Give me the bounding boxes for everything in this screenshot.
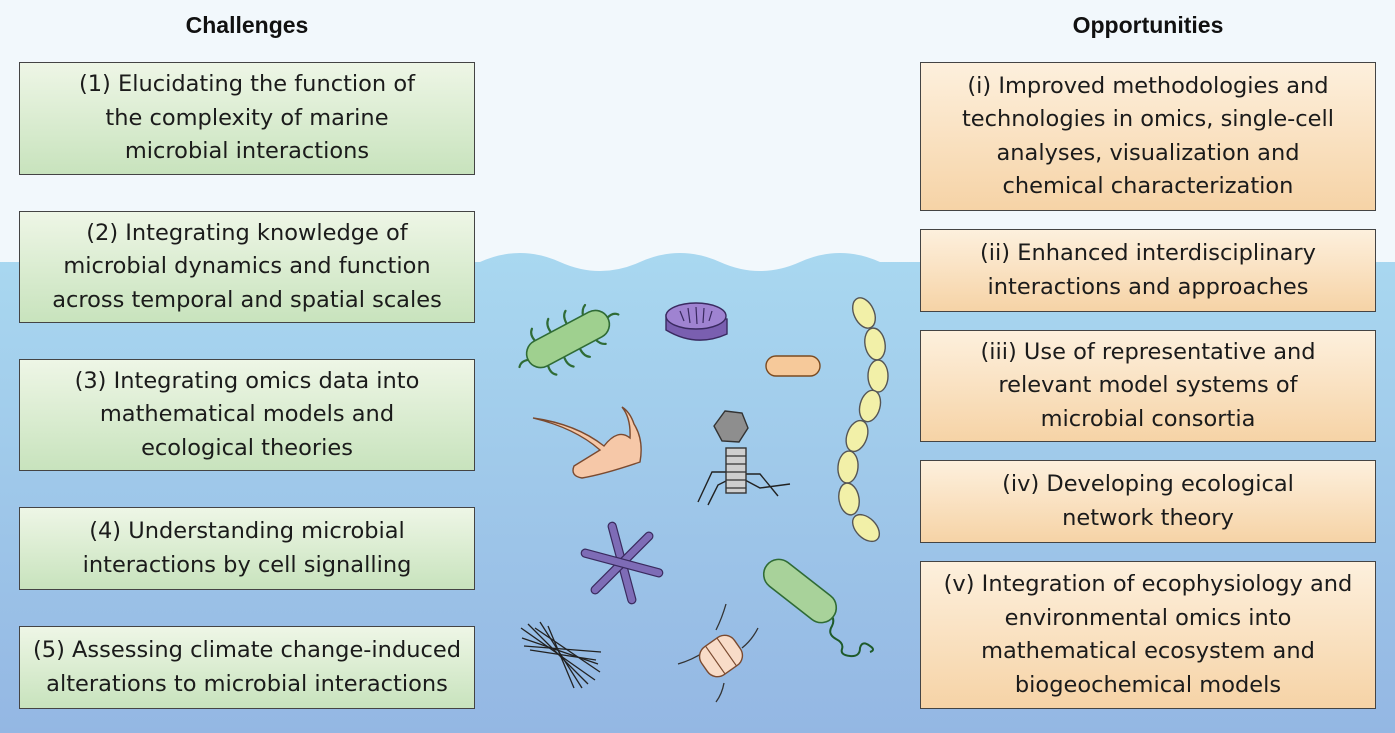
spiky-rod-bacterium-icon <box>518 303 620 376</box>
yellow-cell-chain-icon <box>837 297 889 543</box>
opportunity-box-4: (iv) Developing ecological network theor… <box>920 460 1376 543</box>
opportunity-text-3: (iii) Use of representative and relevant… <box>980 338 1316 432</box>
challenge-text-5: (5) Assessing climate change-induced alt… <box>33 637 461 697</box>
opportunities-heading: Opportunities <box>1072 12 1224 38</box>
opportunity-box-2: (ii) Enhanced interdisciplinary interact… <box>920 229 1376 312</box>
opportunity-box-1: (i) Improved methodologies and technolog… <box>920 62 1376 211</box>
flagellated-green-bacterium-icon <box>762 558 874 658</box>
opportunity-text-5: (v) Integration of ecophysiology and env… <box>943 571 1353 698</box>
horned-dinoflagellate-icon <box>532 406 642 479</box>
challenges-heading: Challenges <box>185 12 309 38</box>
opportunity-text-2: (ii) Enhanced interdisciplinary interact… <box>980 240 1316 300</box>
opportunity-text-4: (iv) Developing ecological network theor… <box>1002 471 1294 531</box>
bacteriophage-icon <box>697 410 791 506</box>
needle-bundle-icon <box>520 621 602 689</box>
challenge-text-2: (2) Integrating knowledge of microbial d… <box>52 219 442 313</box>
challenge-box-4: (4) Understanding microbial interactions… <box>19 507 475 590</box>
challenge-box-1: (1) Elucidating the function of the comp… <box>19 62 475 175</box>
challenge-box-5: (5) Assessing climate change-induced alt… <box>19 626 475 709</box>
challenge-text-3: (3) Integrating omics data into mathemat… <box>74 367 420 461</box>
purple-diatom-disc-icon <box>665 302 728 341</box>
challenge-text-4: (4) Understanding microbial interactions… <box>82 518 412 578</box>
small-orange-rod-icon <box>765 355 821 377</box>
chain-diatom-icon <box>677 603 759 703</box>
challenge-box-3: (3) Integrating omics data into mathemat… <box>19 359 475 471</box>
opportunity-box-5: (v) Integration of ecophysiology and env… <box>920 561 1376 709</box>
opportunity-box-3: (iii) Use of representative and relevant… <box>920 330 1376 442</box>
opportunity-text-1: (i) Improved methodologies and technolog… <box>961 72 1335 200</box>
challenge-box-2: (2) Integrating knowledge of microbial d… <box>19 211 475 323</box>
challenge-text-1: (1) Elucidating the function of the comp… <box>78 71 416 165</box>
star-diatom-icon <box>580 521 664 605</box>
